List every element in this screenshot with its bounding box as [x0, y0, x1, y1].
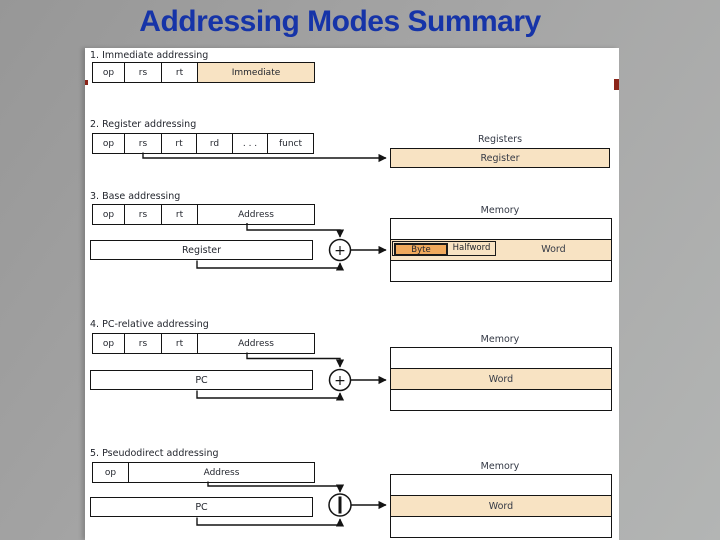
wire-address-to-adder	[246, 352, 345, 368]
field-rs: rs	[124, 134, 161, 153]
register-bank-cell: Register	[390, 148, 610, 168]
word-cell: Word	[541, 244, 566, 255]
field-rd: rd	[196, 134, 232, 153]
field-rs: rs	[124, 205, 161, 224]
field-address: Address	[197, 334, 314, 353]
memory-cell-data: Byte Halfword Word	[391, 240, 611, 261]
concat-circle	[328, 493, 352, 517]
field-rt: rt	[161, 63, 197, 82]
adder-circle	[328, 238, 352, 262]
red-accent-right	[614, 79, 619, 90]
field-address: Address	[197, 205, 314, 224]
field-op: op	[104, 467, 117, 478]
wire-pc-to-concat	[196, 517, 345, 527]
pc-operand-box: PC	[90, 497, 313, 517]
wire-pc-to-adder	[196, 390, 345, 401]
halfword-cell: Halfword	[452, 243, 491, 253]
memory-box: Word	[390, 347, 612, 411]
wire-address-to-concat	[207, 481, 345, 493]
memory-title: Memory	[480, 334, 520, 345]
section-5-label: 5. Pseudodirect addressing	[90, 448, 219, 459]
halfword-outline	[392, 241, 496, 256]
field-op: op	[102, 67, 115, 78]
register-operand-box: Register	[90, 240, 313, 260]
memory-cell-empty	[391, 475, 611, 496]
memory-cell-empty	[391, 390, 611, 410]
section-5-instruction-row: op Address	[92, 462, 315, 483]
pc-operand-box: PC	[90, 370, 313, 390]
byte-cell: Byte	[394, 243, 448, 256]
memory-cell-empty	[391, 219, 611, 240]
field-rs: rs	[124, 334, 161, 353]
field-address: Address	[128, 463, 314, 482]
section-4-instruction-row: op rs rt Address	[92, 333, 315, 354]
memory-cell-empty	[391, 261, 611, 281]
section-4-label: 4. PC-relative addressing	[90, 319, 209, 330]
field-immediate: Immediate	[197, 63, 314, 82]
adder-circle	[328, 368, 352, 392]
section-1-label: 1. Immediate addressing	[90, 50, 209, 61]
memory-cell-empty	[391, 517, 611, 537]
wire-register-to-adder	[196, 260, 345, 271]
section-3-instruction-row: op rs rt Address	[92, 204, 315, 225]
word-cell: Word	[391, 369, 611, 390]
wire-address-to-adder	[246, 223, 345, 238]
plus-operator: +	[334, 373, 346, 389]
registers-title: Registers	[477, 134, 523, 145]
field-rt: rt	[161, 334, 197, 353]
section-1-instruction-row: op rs rt Immediate	[92, 62, 315, 83]
section-2-instruction-row: op rs rt rd . . . funct	[92, 133, 314, 154]
field-rs: rs	[124, 63, 161, 82]
diagram-panel: 1. Immediate addressing op rs rt Immedia…	[85, 48, 619, 540]
red-accent-left	[85, 80, 88, 85]
field-op: op	[102, 338, 115, 349]
memory-cell-empty	[391, 348, 611, 369]
field-ellipsis: . . .	[232, 134, 267, 153]
memory-box: Word	[390, 474, 612, 538]
memory-title: Memory	[480, 205, 520, 216]
field-op: op	[102, 138, 115, 149]
plus-operator: +	[334, 243, 346, 259]
field-funct: funct	[267, 134, 313, 153]
word-cell: Word	[391, 496, 611, 517]
section-3-label: 3. Base addressing	[90, 191, 181, 202]
section-2-label: 2. Register addressing	[90, 119, 197, 130]
page-title: Addressing Modes Summary	[139, 5, 541, 38]
memory-title: Memory	[480, 461, 520, 472]
field-rt: rt	[161, 134, 196, 153]
memory-box: Byte Halfword Word	[390, 218, 612, 282]
field-op: op	[102, 209, 115, 220]
field-rt: rt	[161, 205, 197, 224]
